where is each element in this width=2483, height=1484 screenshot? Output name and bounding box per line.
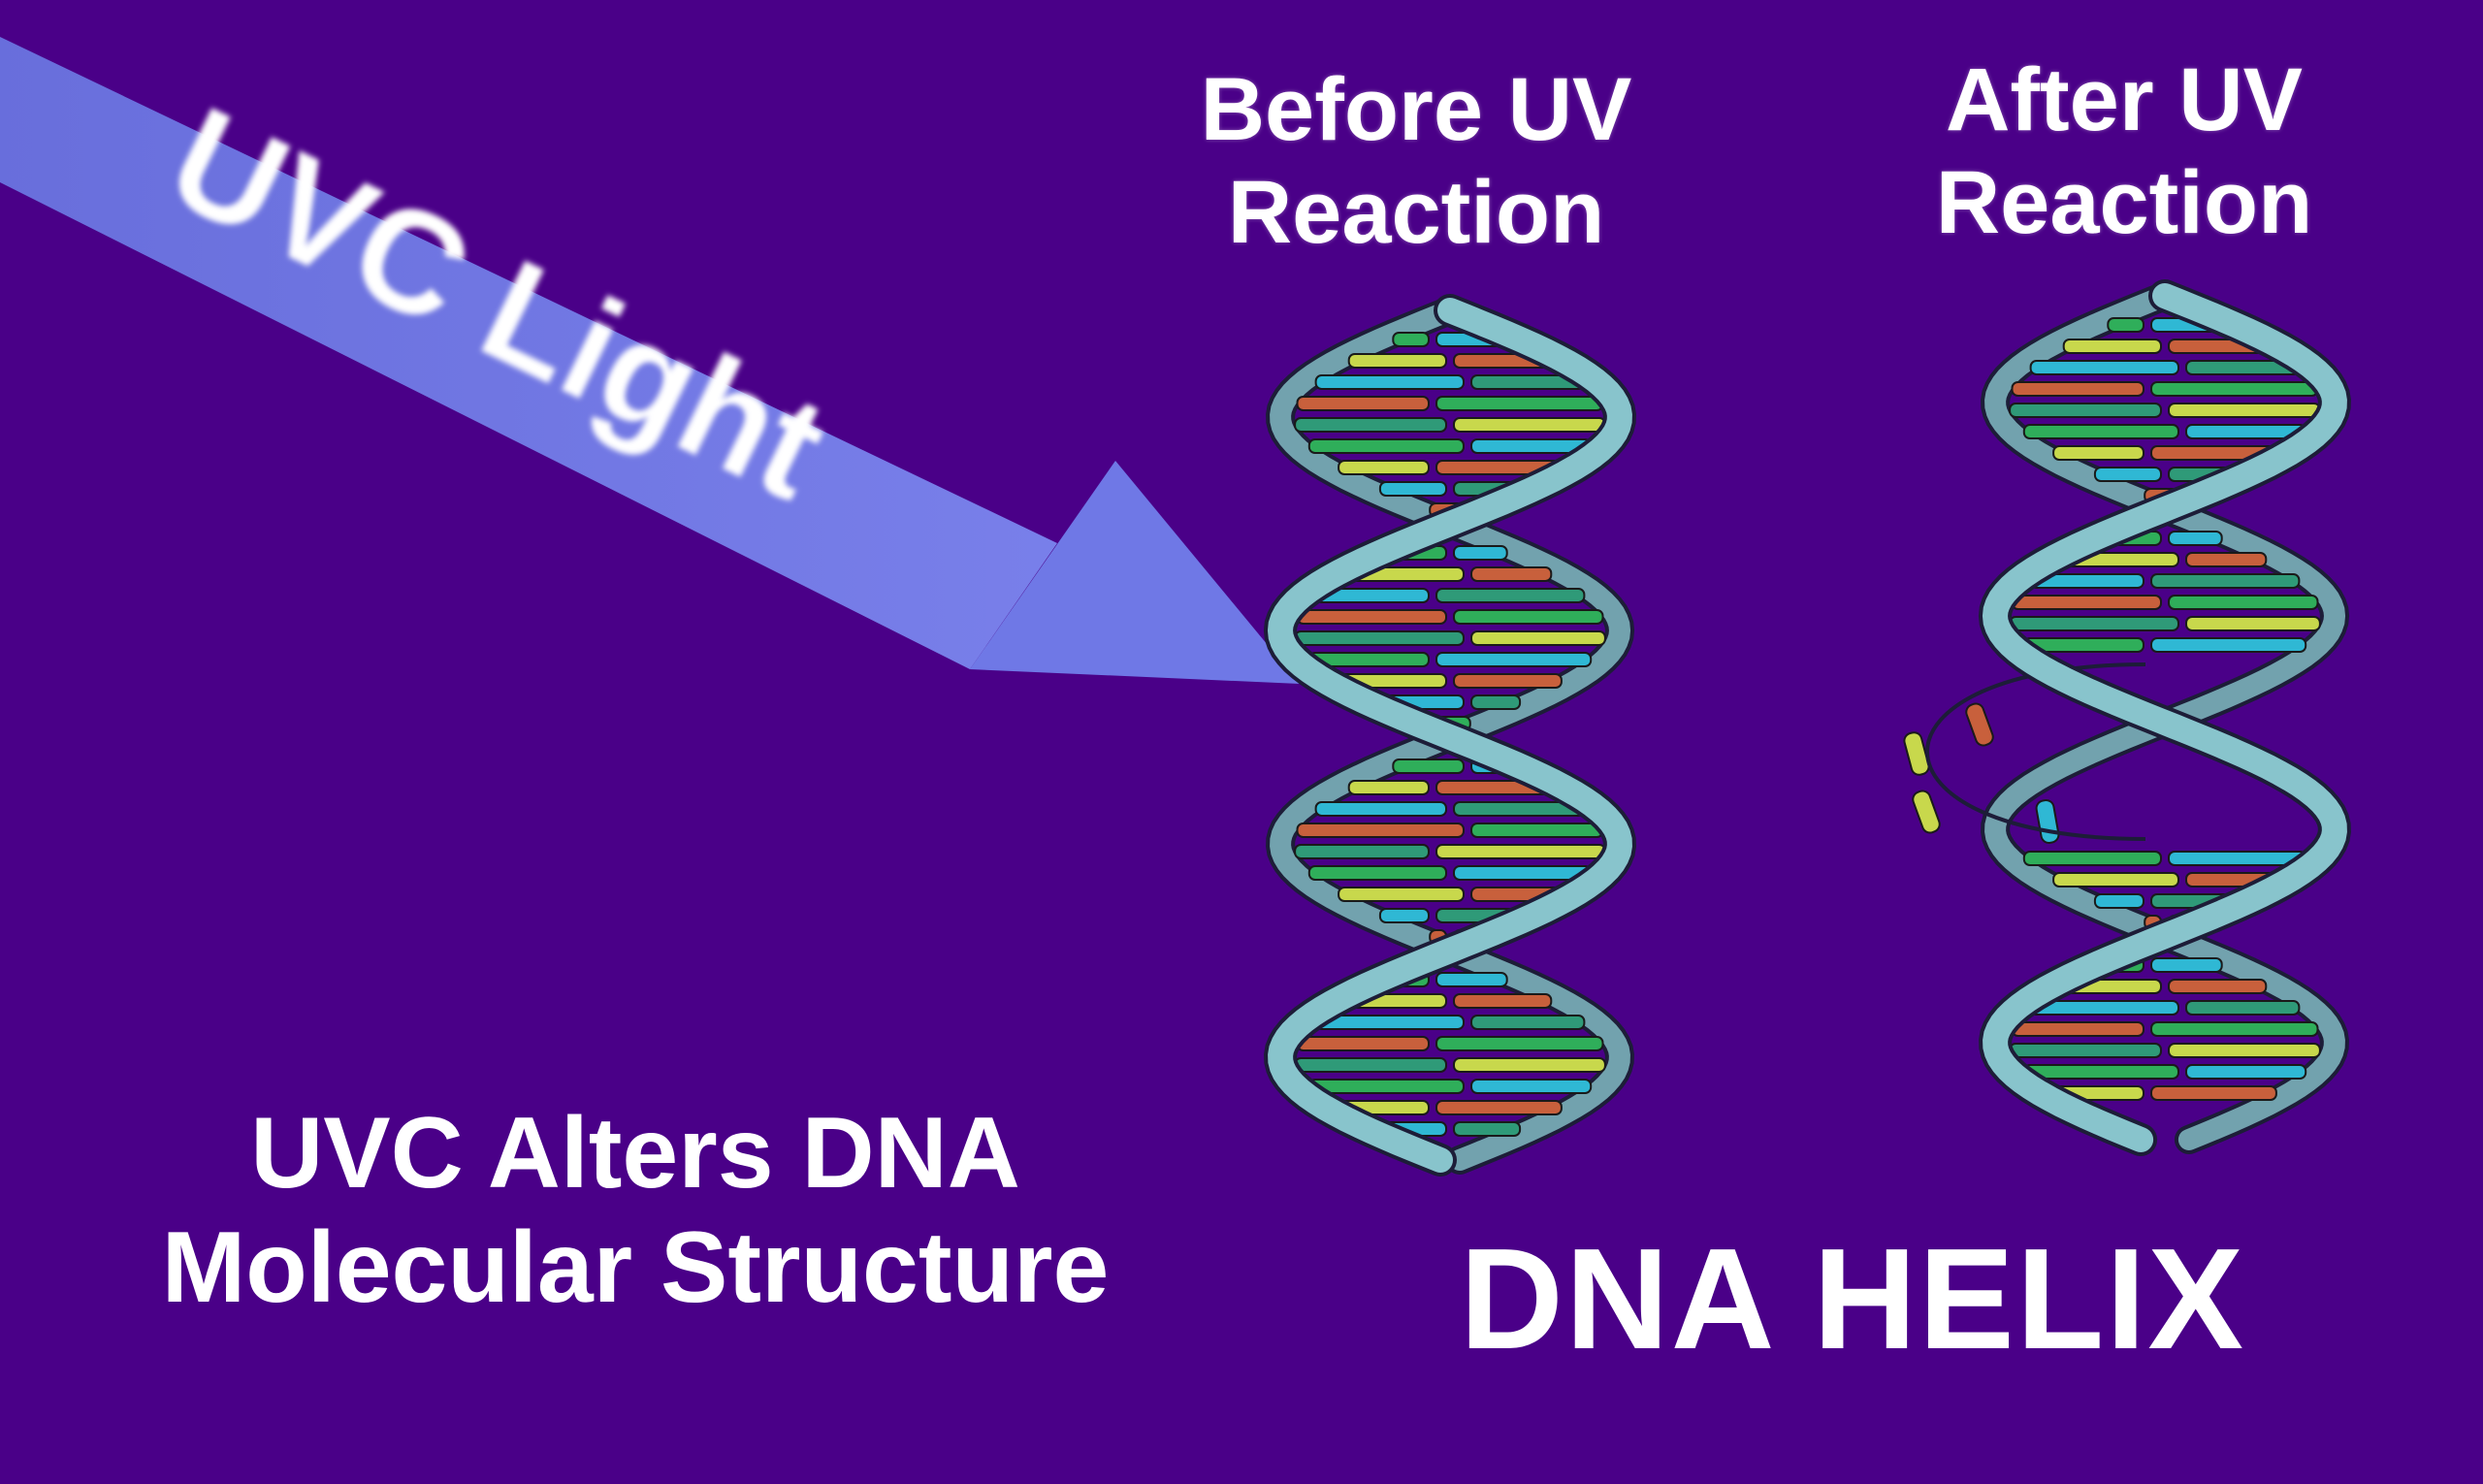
beam-shaft: [0, 37, 1057, 669]
base-pair-right: [2150, 573, 2301, 589]
base-pair-right: [2150, 957, 2223, 973]
base-pair-left: [1392, 332, 1431, 347]
base-pair-right: [1435, 588, 1586, 603]
base-pair-right: [1435, 1036, 1604, 1051]
base-pair-right: [1470, 566, 1553, 582]
beam-arrowhead: [970, 461, 1300, 684]
base-pair-right: [2168, 595, 2319, 610]
base-pair-left: [1307, 865, 1448, 881]
base-pair-left: [1296, 823, 1465, 838]
base-pair-left: [1294, 630, 1465, 646]
base-pair-right: [1470, 1079, 1593, 1094]
before-heading-line-2: Reaction: [1227, 163, 1605, 262]
base-pair-right: [2150, 1021, 2319, 1037]
base-pair-right: [2185, 1000, 2301, 1016]
base-pair-left: [2009, 403, 2163, 418]
dna-helix-title: DNA HELIX: [1459, 1219, 2246, 1379]
base-pair-left: [1294, 1057, 1447, 1073]
base-pair-right: [2150, 381, 2319, 397]
base-pair-right: [2185, 1064, 2307, 1080]
base-pair-left: [2011, 1021, 2144, 1037]
base-pair-right: [2168, 851, 2307, 866]
dna-helix-after: [1903, 279, 2351, 1156]
base-pair-left: [1338, 887, 1465, 902]
after-heading-line-2: Reaction: [1935, 153, 2313, 252]
base-pair-left: [2009, 616, 2180, 631]
base-pair-left: [2093, 467, 2162, 482]
caption-line-1: UVC Alters DNA: [250, 1097, 1020, 1210]
base-pair-right: [1453, 609, 1604, 625]
base-pair-right: [2168, 531, 2223, 546]
detached-base: [1903, 731, 1930, 776]
detached-base: [1912, 790, 1941, 834]
base-pair-right: [1453, 545, 1508, 561]
base-pair-left: [1378, 481, 1448, 497]
base-pair-right: [1453, 417, 1606, 433]
base-pair-left: [2029, 360, 2180, 375]
base-pair-right: [1470, 630, 1606, 646]
base-pair-right: [1470, 823, 1604, 838]
base-pair-left: [2093, 893, 2144, 909]
uvc-beam-arrow: UVC Light: [0, 37, 1300, 684]
base-pair-right: [1435, 1100, 1563, 1115]
base-pair-right: [2185, 616, 2321, 631]
base-pair-left: [1294, 417, 1447, 433]
base-pair-left: [1307, 438, 1466, 454]
helix-strand-front: [1982, 283, 2347, 1152]
base-pair-right: [1470, 694, 1522, 710]
base-pair-right: [1435, 972, 1508, 987]
base-pair-left: [2062, 339, 2162, 354]
base-pair-right: [2168, 1043, 2321, 1058]
base-pair-left: [2107, 317, 2145, 333]
base-pair-left: [1307, 1079, 1466, 1094]
uvc-caption: UVC Alters DNA Molecular Structure: [97, 1096, 1174, 1325]
base-pair-left: [2009, 1043, 2163, 1058]
base-pair-left: [1338, 460, 1430, 475]
base-pair-right: [2168, 979, 2268, 994]
base-pair-right: [1435, 844, 1606, 859]
dna-helix-before: [1263, 294, 1636, 1177]
base-pair-left: [1296, 396, 1430, 411]
before-heading-line-1: Before UV: [1200, 60, 1632, 159]
base-pair-right: [1453, 993, 1553, 1009]
base-pair-right: [1435, 652, 1593, 667]
base-pair-left: [2011, 381, 2144, 397]
base-pair-left: [1296, 609, 1447, 625]
base-pair-right: [1453, 1121, 1522, 1137]
base-pair-left: [1347, 353, 1447, 369]
base-pair-left: [1314, 374, 1465, 390]
base-pair-right: [1470, 1015, 1586, 1030]
base-pair-left: [1296, 1036, 1430, 1051]
detached-base: [2035, 799, 2060, 844]
base-pair-left: [2052, 445, 2145, 461]
caption-line-2: Molecular Structure: [161, 1211, 1110, 1324]
before-uv-heading: Before UV Reaction: [1125, 58, 1707, 264]
base-pair-right: [2150, 637, 2307, 653]
base-pair-left: [1392, 758, 1466, 774]
base-pair-left: [1314, 801, 1447, 817]
after-uv-heading: After UV Reaction: [1833, 48, 2415, 254]
base-pair-left: [1294, 844, 1430, 859]
base-pair-left: [2022, 851, 2163, 866]
base-pair-left: [2052, 872, 2180, 887]
helix-strand-front: [1267, 298, 1632, 1173]
base-pair-left: [2022, 424, 2180, 439]
after-heading-line-1: After UV: [1945, 50, 2304, 149]
base-pair-left: [1347, 780, 1430, 795]
base-pair-right: [1453, 1057, 1606, 1073]
base-pair-right: [2168, 403, 2321, 418]
base-pair-right: [2185, 552, 2268, 567]
base-pair-left: [1378, 908, 1431, 923]
base-pair-right: [1453, 673, 1563, 689]
base-pair-right: [2150, 1085, 2277, 1101]
base-pair-right: [1435, 396, 1604, 411]
base-pair-left: [2022, 1064, 2180, 1080]
detached-base: [1965, 702, 1994, 747]
base-pair-left: [2011, 595, 2162, 610]
base-pair-right: [1453, 865, 1593, 881]
